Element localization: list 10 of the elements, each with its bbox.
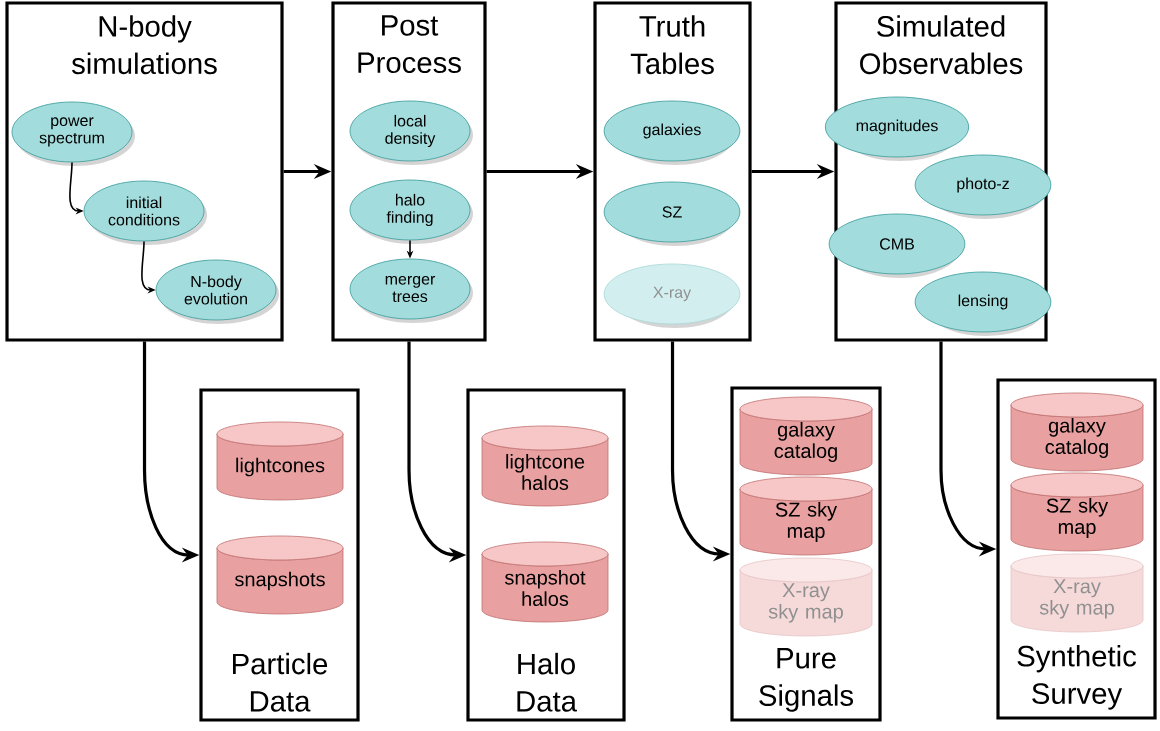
data-cylinder: SZ sky map xyxy=(1010,472,1144,552)
data-cylinder: galaxy catalog xyxy=(739,396,873,476)
data-cylinder: SZ sky map xyxy=(739,476,873,556)
data-cylinder: X-ray sky map xyxy=(739,557,873,637)
data-cylinder: snapshot halos xyxy=(481,541,609,623)
data-cylinder: lightcone halos xyxy=(481,425,609,507)
data-cylinder: lightcones xyxy=(216,421,344,501)
data-cylinder: X-ray sky map xyxy=(1010,553,1144,633)
data-cylinder: snapshots xyxy=(216,535,344,615)
data-cylinder: galaxy catalog xyxy=(1010,392,1144,472)
